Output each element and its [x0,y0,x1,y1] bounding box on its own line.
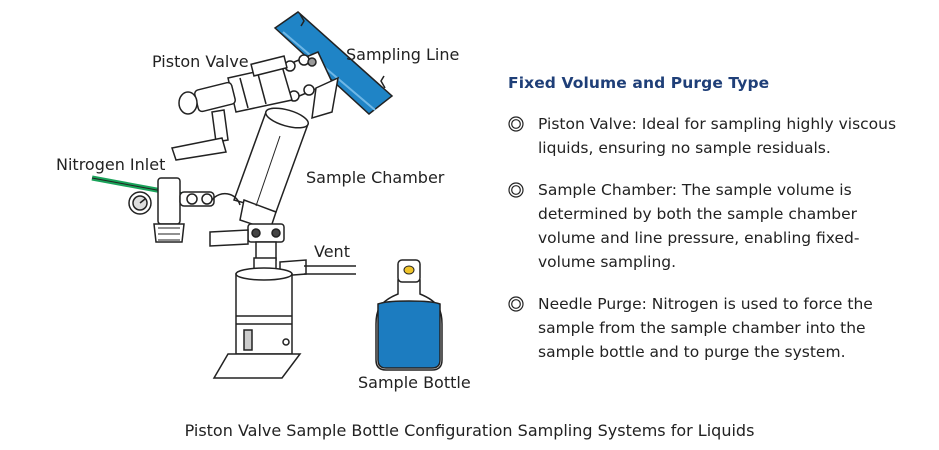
label-nitrogen-inlet: Nitrogen Inlet [56,155,165,174]
sample-bottle [375,259,443,371]
double-circle-bullet-icon [508,296,524,312]
double-circle-bullet-icon [508,116,524,132]
description-text: Needle Purge: Nitrogen is used to force … [538,295,873,361]
piston-valve [178,55,339,120]
figure-caption: Piston Valve Sample Bottle Configuration… [184,421,755,440]
label-vent: Vent [314,242,350,261]
double-circle-bullet-icon [508,182,524,198]
bottle-holder [212,257,302,379]
panel-title: Fixed Volume and Purge Type [508,74,770,92]
description-item-sample-chamber: Sample Chamber: The sample volume is det… [508,178,908,274]
label-piston-valve: Piston Valve [152,52,249,71]
label-sampling-line: Sampling Line [346,45,459,64]
description-text: Piston Valve: Ideal for sampling highly … [538,115,897,157]
description-panel: Fixed Volume and Purge Type Piston Valve… [508,74,908,382]
valve-handle [171,109,229,161]
sample-chamber [233,107,310,231]
description-item-piston-valve: Piston Valve: Ideal for sampling highly … [508,112,908,160]
pressure-gauge [128,177,241,243]
label-sample-bottle: Sample Bottle [358,373,471,392]
description-text: Sample Chamber: The sample volume is det… [538,181,860,271]
sampling-line-pipe [273,11,394,115]
description-item-needle-purge: Needle Purge: Nitrogen is used to force … [508,292,908,364]
vent-line [304,265,356,275]
label-sample-chamber: Sample Chamber [306,168,445,187]
